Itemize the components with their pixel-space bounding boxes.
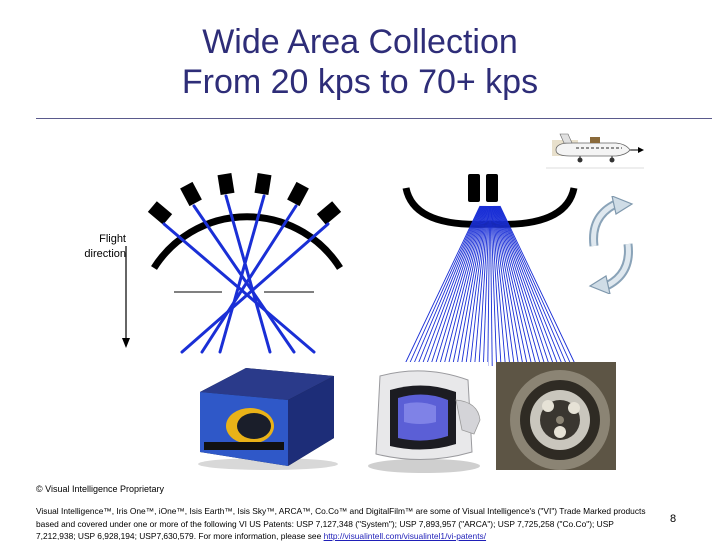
scan-ray [430, 206, 483, 366]
scan-ray [413, 206, 481, 366]
title-divider [36, 118, 712, 119]
rotate-arrows-icon [586, 196, 636, 294]
page-number: 8 [670, 513, 676, 525]
trademark-notice: Visual Intelligence™, Iris One™, iOne™, … [36, 505, 652, 543]
title-line-1: Wide Area Collection [0, 22, 720, 62]
scan-ray [497, 206, 550, 366]
sensor-unit-photo [360, 362, 488, 474]
scan-ray [499, 206, 567, 366]
camera-housing-photo [190, 362, 340, 470]
camera-porthole-photo [496, 362, 616, 470]
slide-title: Wide Area Collection From 20 kps to 70+ … [0, 22, 720, 102]
proprietary-notice: © Visual Intelligence Proprietary [36, 484, 164, 495]
camera-fan-diagram [118, 168, 378, 358]
scan-fan-diagram [392, 160, 588, 370]
flight-direction-label: Flight direction [66, 232, 126, 262]
scan-ray [408, 206, 480, 366]
title-line-2: From 20 kps to 70+ kps [0, 62, 720, 102]
scan-ray [448, 206, 485, 366]
scan-ray [495, 206, 532, 366]
scan-ray [499, 206, 571, 366]
